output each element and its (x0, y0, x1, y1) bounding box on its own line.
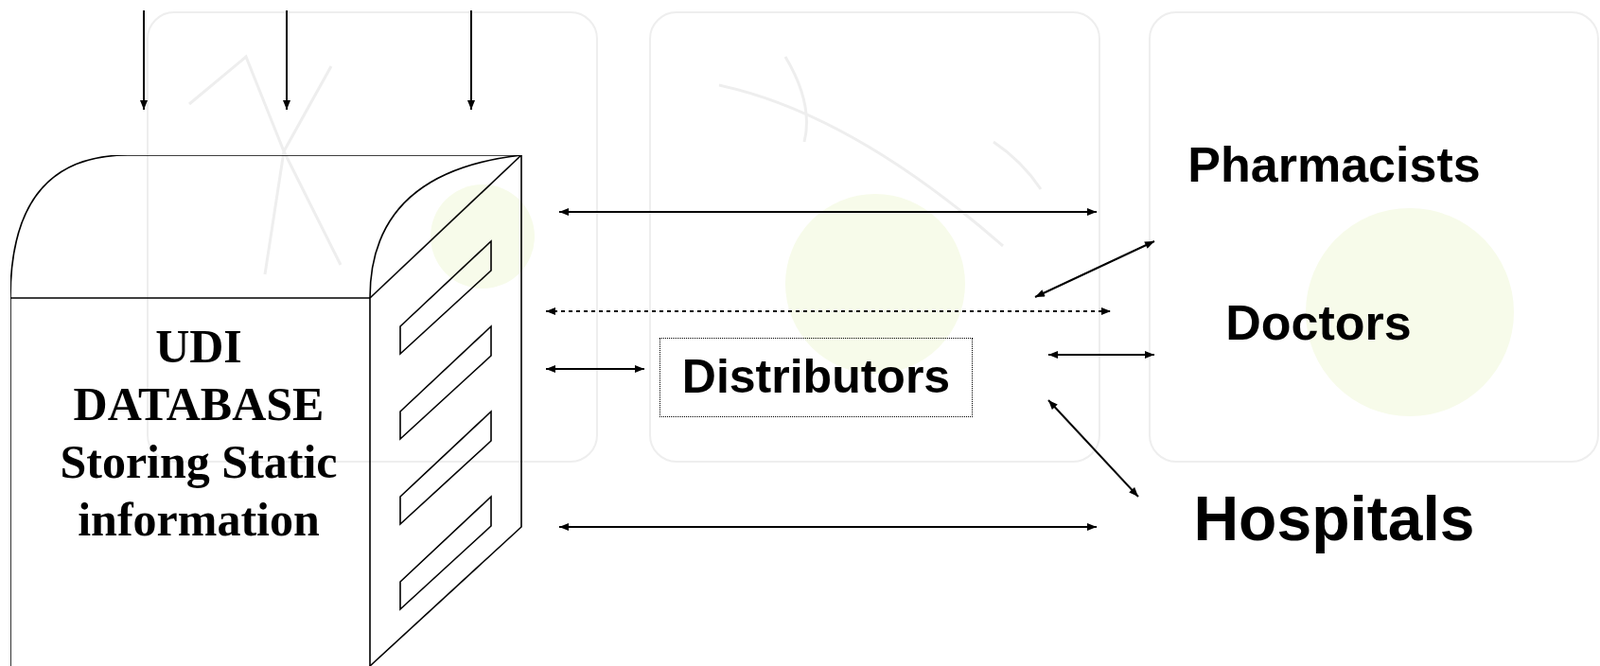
database-text-area: UDI DATABASE Storing Static information (37, 317, 360, 549)
node-label: Pharmacists (1187, 136, 1480, 194)
watermark-panel (650, 12, 1100, 462)
watermark-figure (189, 56, 341, 275)
input-arrow (142, 10, 145, 110)
connector-arrow (1035, 241, 1155, 298)
connector-arrow (559, 526, 1097, 528)
watermark-fruit (430, 184, 535, 289)
distributor-box: Distributors (659, 337, 973, 418)
database-stroke (400, 326, 492, 440)
database-stroke (400, 496, 492, 610)
database-stroke (10, 298, 370, 666)
input-arrow (470, 10, 473, 110)
database-label: UDI DATABASE Storing Static information (37, 317, 360, 549)
node-label: Distributors (682, 350, 950, 405)
database-stroke (400, 411, 492, 525)
database-stroke (369, 155, 522, 299)
input-arrow (285, 10, 288, 110)
connector-arrow (1048, 353, 1155, 356)
database-stroke (400, 241, 492, 354)
database-stroke (369, 155, 522, 299)
watermark-panel (1149, 12, 1599, 462)
node-label: Hospitals (1193, 482, 1475, 555)
connector-arrow (559, 210, 1097, 213)
database-drum: UDI DATABASE Storing Static information (10, 155, 523, 666)
connector-arrow (545, 310, 1111, 313)
stakeholder-label: Pharmacists (1183, 134, 1485, 195)
stakeholder-label: Doctors (1221, 292, 1416, 353)
connector-arrow (545, 368, 645, 370)
watermark-fruit (785, 193, 966, 374)
database-stroke (10, 155, 522, 666)
node-label: Doctors (1225, 294, 1411, 352)
connector-arrow (1048, 400, 1139, 497)
watermark (147, 12, 1599, 462)
watermark-leaves (719, 56, 1041, 247)
input-arrows (143, 10, 472, 110)
stakeholder-label: Hospitals (1189, 480, 1479, 557)
